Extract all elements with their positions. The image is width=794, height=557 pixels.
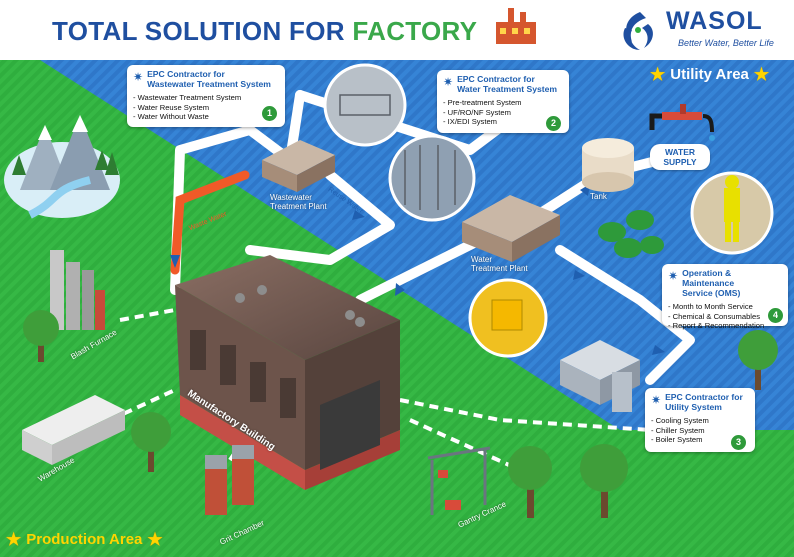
list-item: IX/EDI System [443, 117, 563, 127]
brand-tagline: Better Water, Better Life [678, 38, 774, 48]
star-icon: ★ [6, 529, 22, 549]
list-item: Wastewater Treatment System [133, 93, 279, 103]
flow-arrows [170, 184, 665, 355]
card-utility-epc: ✷ EPC Contractor for Utility System Cool… [645, 388, 755, 452]
card-list: Cooling System Chiller System Boiler Sys… [651, 416, 749, 445]
star-icon: ★ [147, 529, 163, 549]
card-title: Operation & Maintenance Service (OMS) [682, 268, 741, 298]
star-icon: ★ [650, 64, 666, 84]
wasol-logo-mark [623, 12, 653, 50]
wasol-mini-icon: ✷ [133, 70, 144, 84]
utility-area-text: Utility Area [670, 66, 749, 83]
container-photo [491, 299, 523, 331]
list-item: Water Without Waste [133, 112, 279, 122]
card-title: EPC Contractor for Utility System [665, 392, 743, 412]
title-main-text: TOTAL SOLUTION FOR [52, 16, 345, 46]
list-item: Chiller System [651, 426, 749, 436]
gantry-crane-shape [427, 446, 491, 515]
card-title: EPC Contractor for Water Treatment Syste… [457, 74, 558, 94]
trees [23, 310, 778, 518]
card-wastewater-epc: ✷ EPC Contractor for Wastewater Treatmen… [127, 65, 285, 127]
water-plant-label: Water Treatment Plant [471, 255, 528, 273]
card-oms: ✷ Operation & Maintenance Service (OMS) … [662, 264, 788, 330]
leaf-plant [598, 210, 664, 258]
star-icon: ★ [753, 64, 770, 84]
wasol-mini-icon: ✷ [443, 75, 454, 89]
wastewater-plant-building [262, 140, 335, 192]
factory-icon [496, 8, 536, 44]
list-item: Water Reuse System [133, 103, 279, 113]
list-item: UF/RO/NF System [443, 108, 563, 118]
nature-scene [4, 115, 120, 219]
title-accent-text: FACTORY [352, 16, 478, 46]
step-number-badge: 3 [731, 435, 746, 450]
card-water-epc: ✷ EPC Contractor for Water Treatment Sys… [437, 70, 569, 133]
manufactory-building-shape [175, 255, 400, 490]
list-item: Month to Month Service [668, 302, 782, 312]
wastewater-plant-label: Wastewater Treatment Plant [270, 193, 327, 211]
utility-area-label: ★ Utility Area ★ [650, 64, 770, 84]
faucet [649, 104, 715, 141]
utility-equipment [560, 340, 640, 412]
warehouse-shape [22, 395, 125, 465]
production-area-ground [0, 60, 794, 557]
water-supply-label: WATER SUPPLY [650, 144, 710, 170]
step-number-badge: 1 [262, 106, 277, 121]
list-item: Report & Recommendation [668, 321, 782, 331]
production-area-label: ★ Production Area ★ [6, 529, 163, 549]
card-title: EPC Contractor for Wastewater Treatment … [147, 69, 271, 89]
photo-details [339, 94, 456, 210]
page-title: TOTAL SOLUTION FOR FACTORY [52, 16, 477, 47]
production-area-text: Production Area [26, 531, 143, 548]
grit-chamber-shape [205, 445, 254, 515]
card-list: Wastewater Treatment System Water Reuse … [133, 93, 279, 122]
step-number-badge: 4 [768, 308, 783, 323]
water-plant-building [462, 195, 560, 262]
list-item: Pre-treatment System [443, 98, 563, 108]
step-number-badge: 2 [546, 116, 561, 131]
wasol-mini-icon: ✷ [651, 393, 662, 407]
list-item: Chemical & Consumables [668, 312, 782, 322]
waste-water-pipe [170, 170, 250, 275]
wasol-mini-icon: ✷ [668, 269, 679, 283]
card-list: Month to Month Service Chemical & Consum… [668, 302, 782, 331]
worker-figure [724, 175, 740, 242]
list-item: Boiler System [651, 435, 749, 445]
brand-name: WASOL [666, 7, 763, 35]
tank-label: Tank [590, 192, 607, 201]
card-list: Pre-treatment System UF/RO/NF System IX/… [443, 98, 563, 127]
blast-furnace-shape [50, 250, 105, 330]
storage-tank [582, 138, 634, 192]
list-item: Cooling System [651, 416, 749, 426]
